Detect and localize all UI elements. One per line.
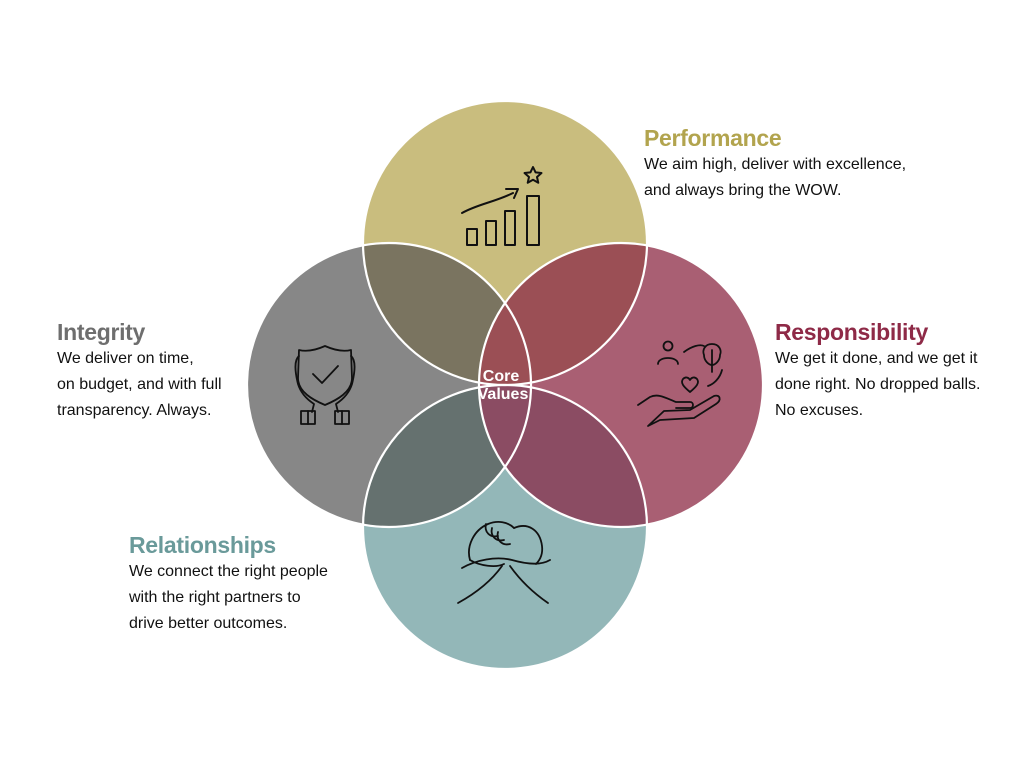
relationships-line-1: We connect the right people bbox=[129, 563, 328, 580]
overlap-performance-integrity bbox=[363, 243, 531, 385]
hand-heart-person-tree-icon bbox=[637, 340, 723, 427]
handshake-grip-icon bbox=[457, 521, 551, 604]
overlap-performance-responsibility bbox=[479, 243, 647, 385]
relationships-heading: Relationships bbox=[129, 532, 276, 558]
relationships-line-3: drive better outcomes. bbox=[129, 615, 288, 632]
integrity-heading: Integrity bbox=[57, 319, 146, 345]
growth-chart-star-icon bbox=[461, 166, 543, 246]
overlap-responsibility-relationships bbox=[479, 385, 647, 527]
overlap-integrity-relationships bbox=[363, 385, 531, 527]
performance-line-1: We aim high, deliver with excellence, bbox=[644, 156, 907, 173]
responsibility-outline bbox=[477, 241, 765, 529]
integrity-line-2: on budget, and with full bbox=[57, 376, 222, 393]
integrity-line-1: We deliver on time, bbox=[57, 350, 194, 367]
responsibility-block: Responsibility We get it done, and we ge… bbox=[775, 318, 980, 424]
responsibility-line-2: done right. No dropped balls. bbox=[775, 376, 981, 393]
responsibility-line-1: We get it done, and we get it bbox=[775, 350, 978, 367]
hands-shield-check-icon bbox=[294, 345, 356, 425]
integrity-block: Integrity We deliver on time, on budget,… bbox=[57, 318, 222, 424]
relationships-block: Relationships We connect the right peopl… bbox=[129, 531, 328, 637]
integrity-line-3: transparency. Always. bbox=[57, 402, 212, 419]
core-values-label-line2: Values bbox=[478, 386, 529, 403]
performance-block: Performance We aim high, deliver with ex… bbox=[644, 124, 906, 204]
responsibility-heading: Responsibility bbox=[775, 319, 928, 345]
responsibility-line-3: No excuses. bbox=[775, 402, 864, 419]
relationships-line-2: with the right partners to bbox=[129, 589, 301, 606]
integrity-outline bbox=[245, 241, 533, 529]
performance-line-2: and always bring the WOW. bbox=[644, 182, 842, 199]
core-values-label-line1: Core bbox=[483, 368, 520, 385]
relationships-outline bbox=[361, 383, 649, 671]
performance-heading: Performance bbox=[644, 125, 782, 151]
